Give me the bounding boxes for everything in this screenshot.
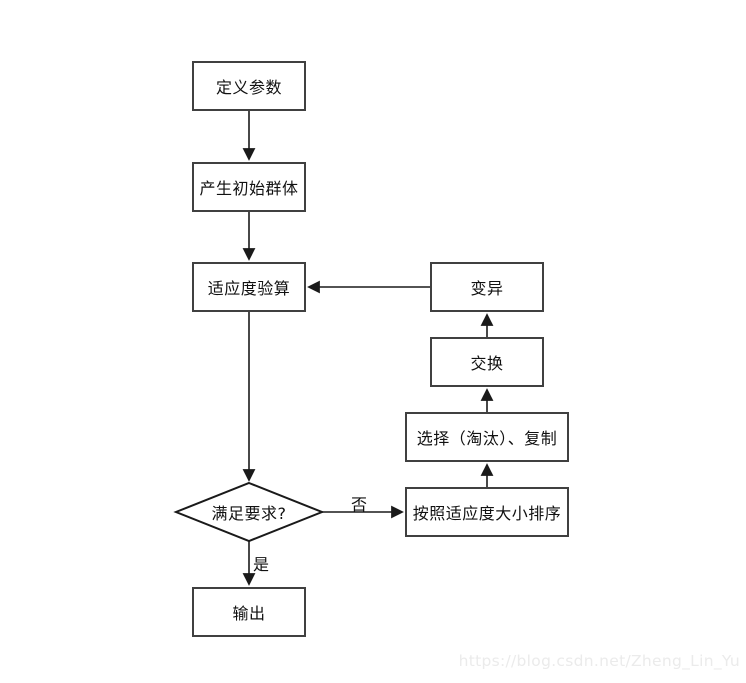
node-label: 产生初始群体 <box>199 179 299 198</box>
branch-label-no: 否 <box>351 495 368 514</box>
node-label: 变异 <box>470 279 504 298</box>
node-label: 输出 <box>232 604 266 623</box>
flowchart-node-output: 输出 <box>192 587 306 637</box>
watermark-url: https://blog.csdn.net/Zheng_Lin_Yu <box>458 652 740 670</box>
flowchart-node-fitness-check: 适应度验算 <box>192 262 306 312</box>
node-label: 适应度验算 <box>207 279 291 298</box>
flowchart-node-selection: 选择（淘汰）、复制 <box>405 412 569 462</box>
node-label: 定义参数 <box>215 78 282 97</box>
flowchart-node-init-population: 产生初始群体 <box>192 162 306 212</box>
flowchart-node-crossover: 交换 <box>430 337 544 387</box>
flowchart-node-define-params: 定义参数 <box>192 61 306 111</box>
node-label: 按照适应度大小排序 <box>412 504 562 523</box>
node-label: 交换 <box>470 354 504 373</box>
branch-label-yes: 是 <box>253 555 270 574</box>
flowchart-node-mutation: 变异 <box>430 262 544 312</box>
flowchart-node-sort-by-fitness: 按照适应度大小排序 <box>405 487 569 537</box>
flowchart-node-decision: 满足要求? <box>184 497 314 527</box>
node-label: 满足要求? <box>211 504 287 523</box>
node-label: 选择（淘汰）、复制 <box>416 429 558 448</box>
